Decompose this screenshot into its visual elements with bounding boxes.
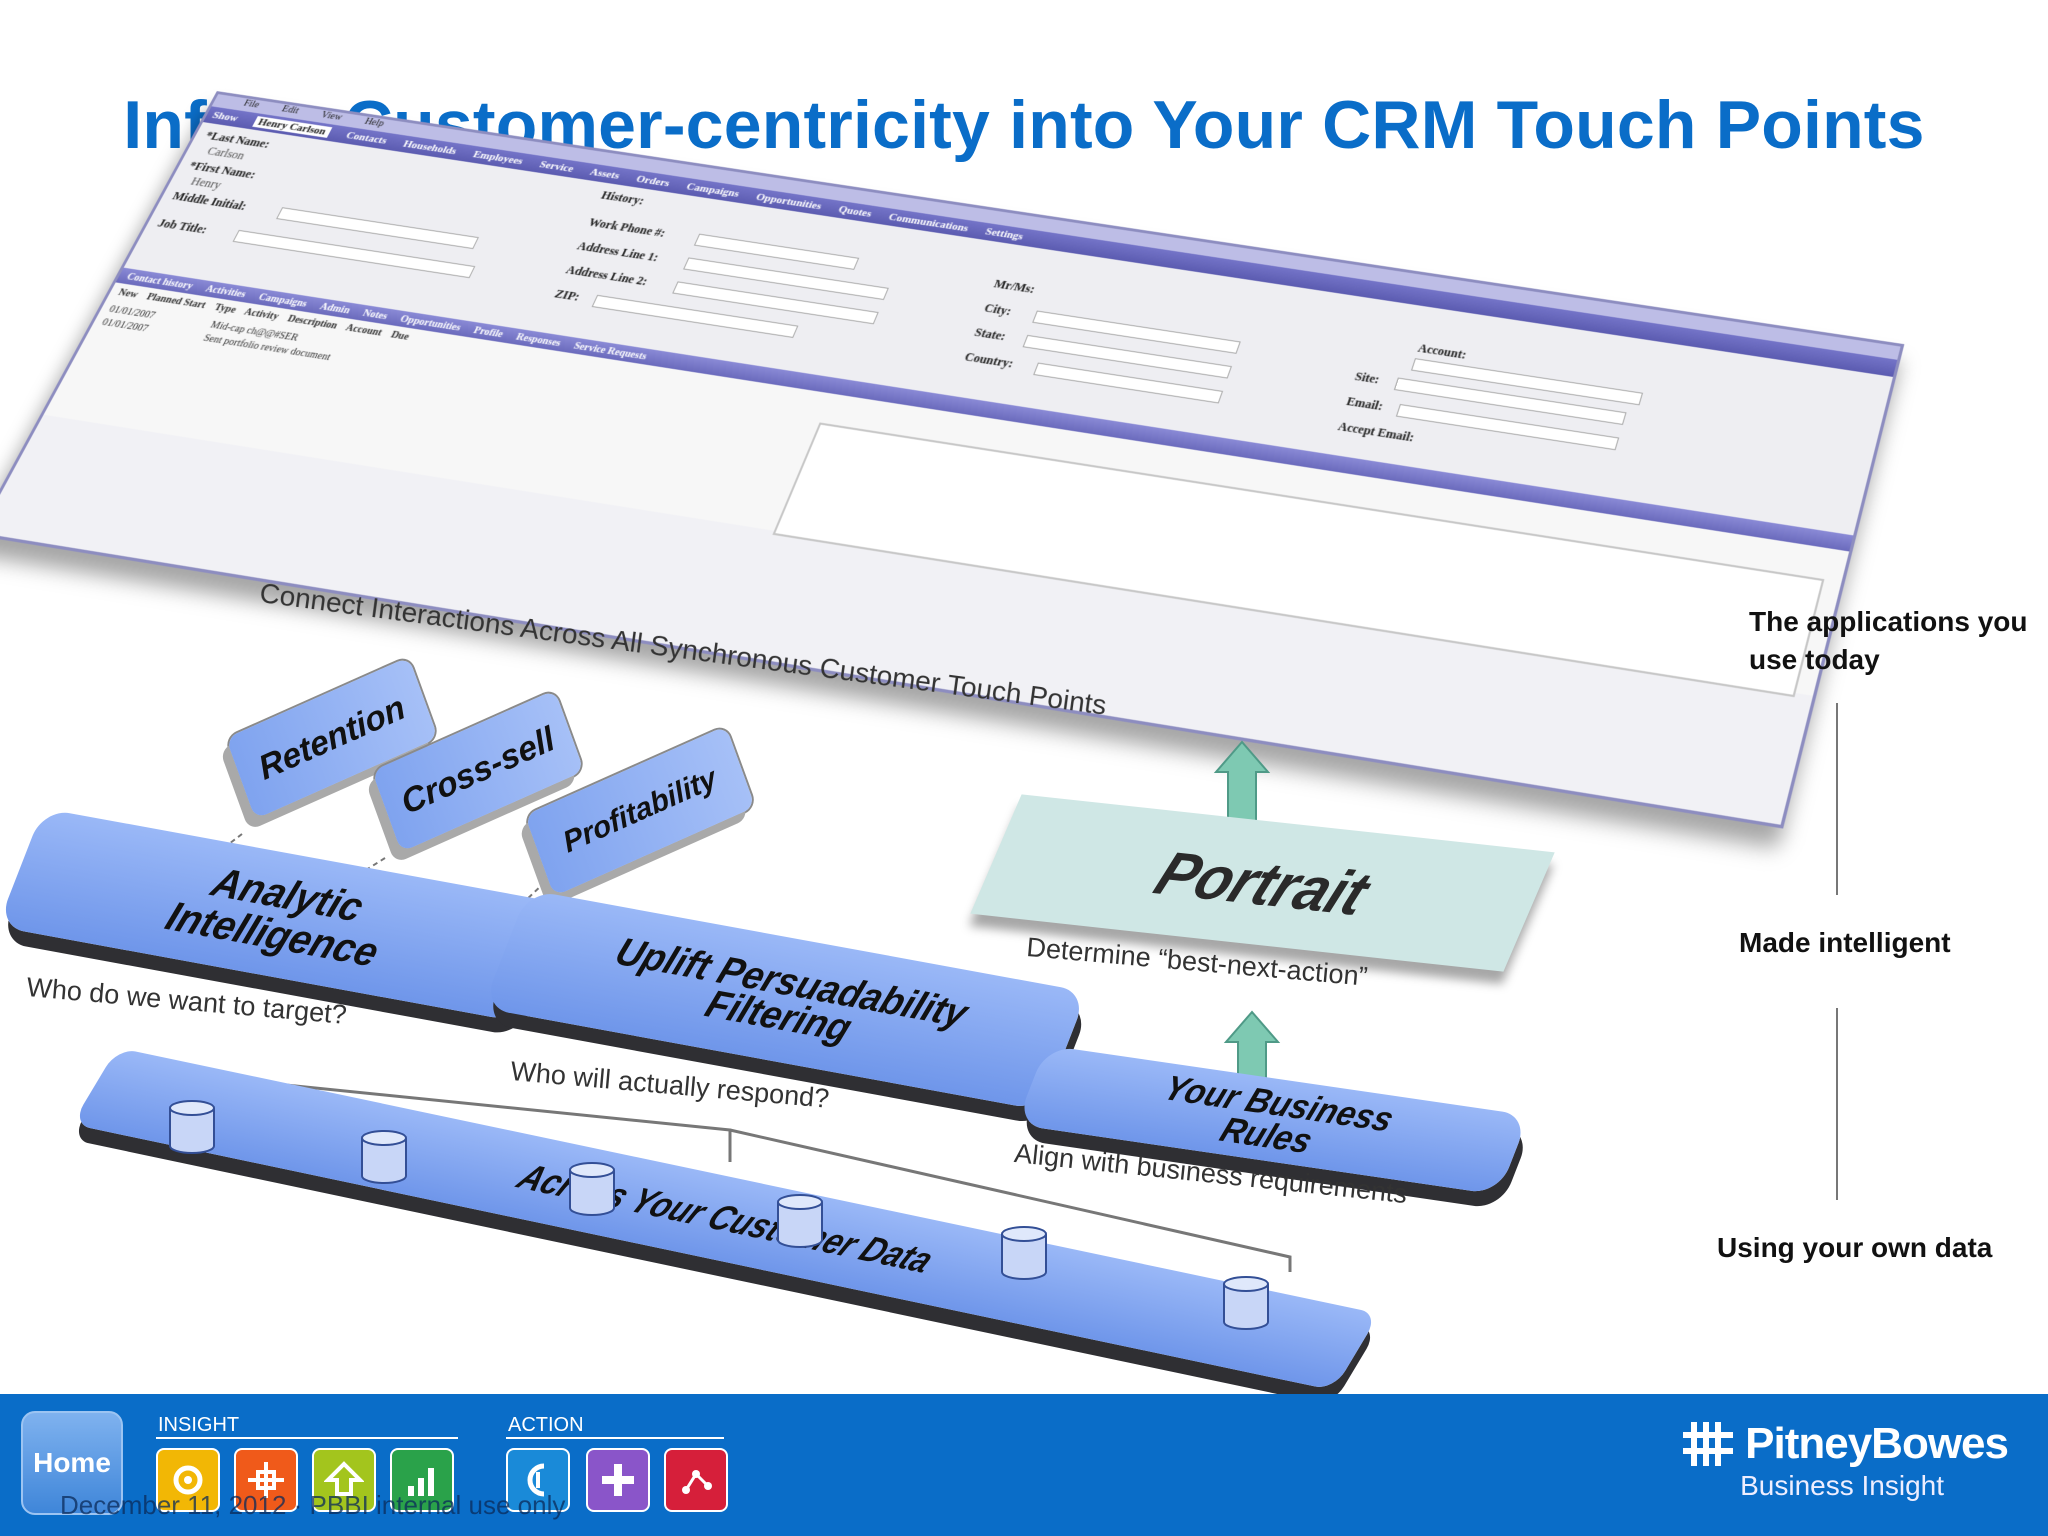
action-icon-3[interactable] (664, 1448, 728, 1512)
col-due[interactable]: Due (389, 330, 411, 343)
work-phone-label: Work Phone #: (586, 215, 668, 240)
database-icon (360, 1130, 408, 1184)
address2-label: Address Line 2: (563, 263, 650, 289)
brand-name: PitneyBowes (1745, 1419, 2008, 1469)
pitney-bowes-logo-icon (1683, 1418, 1739, 1470)
side-label-apps: The applications you use today (1749, 603, 2048, 679)
block-uplift-label: Uplift Persuadability Filtering (573, 930, 997, 1070)
nav-tab-quotes[interactable]: Quotes (836, 204, 873, 220)
menu-edit[interactable]: Edit (280, 104, 301, 116)
database-icon (1000, 1226, 1048, 1280)
col-type[interactable]: Type (212, 302, 238, 315)
email-label: Email: (1344, 394, 1384, 414)
action-label: ACTION (508, 1414, 584, 1437)
history-label: History: (599, 188, 647, 208)
menu-view[interactable]: View (319, 110, 344, 123)
insight-label: INSIGHT (158, 1414, 239, 1437)
caption-who-respond: Who will actually respond? (509, 1056, 830, 1115)
subtab-notes[interactable]: Notes (361, 308, 390, 322)
database-icon (168, 1100, 216, 1154)
nav-tab-service[interactable]: Service (537, 159, 575, 175)
site-label: Site: (1353, 369, 1382, 387)
menu-file[interactable]: File (242, 98, 262, 110)
side-label-own-data: Using your own data (1717, 1229, 1992, 1267)
col-activity[interactable]: Activity (242, 307, 281, 322)
job-title-label: Job Title: (155, 216, 210, 237)
mrms-label: Mr/Ms: (992, 277, 1038, 297)
first-name-field[interactable]: Henry (188, 175, 224, 193)
home-label: Home (33, 1447, 111, 1479)
footer-footnote: December 11, 2012 · PBBI internal use on… (60, 1490, 565, 1521)
insight-rule (156, 1437, 458, 1439)
action-rule (506, 1437, 724, 1439)
col-planned-start[interactable]: Planned Start (144, 292, 208, 311)
database-icon (1222, 1276, 1270, 1330)
nav-tab-show[interactable]: Show (210, 110, 240, 124)
block-analytic-label: Analytic Intelligence (108, 847, 451, 983)
subtab-admin[interactable]: Admin (318, 301, 352, 316)
zip-label: ZIP: (552, 287, 582, 305)
address1-label: Address Line 1: (575, 239, 661, 265)
action-icon-2[interactable] (586, 1448, 650, 1512)
col-new[interactable]: New (116, 287, 140, 300)
side-divider (1836, 703, 1838, 895)
portrait-label: Portrait (1145, 838, 1379, 929)
middle-initial-label: Middle Initial: (170, 189, 250, 214)
nav-tab-assets[interactable]: Assets (588, 167, 622, 182)
brand-subtitle: Business Insight (1683, 1470, 1944, 1502)
arrow-up-icon (1226, 1012, 1278, 1078)
country-label: Country: (962, 350, 1016, 372)
database-icon (776, 1194, 824, 1248)
side-divider (1836, 1008, 1838, 1200)
nav-tab-orders[interactable]: Orders (634, 173, 672, 189)
side-label-intelligent: Made intelligent (1739, 924, 1951, 962)
col-description[interactable]: Description (285, 314, 339, 332)
database-icon (568, 1162, 616, 1216)
state-label: State: (972, 325, 1008, 344)
city-label: City: (982, 301, 1014, 319)
brand-logo: PitneyBowes Business Insight (1683, 1418, 2008, 1502)
col-account[interactable]: Account (344, 323, 384, 339)
subtab-profile[interactable]: Profile (472, 325, 505, 340)
menu-help[interactable]: Help (363, 117, 387, 129)
accept-email-label: Accept Email: (1336, 419, 1416, 445)
footer-bar: Home INSIGHT ACTION December 11, 2012 · … (0, 1394, 2048, 1536)
